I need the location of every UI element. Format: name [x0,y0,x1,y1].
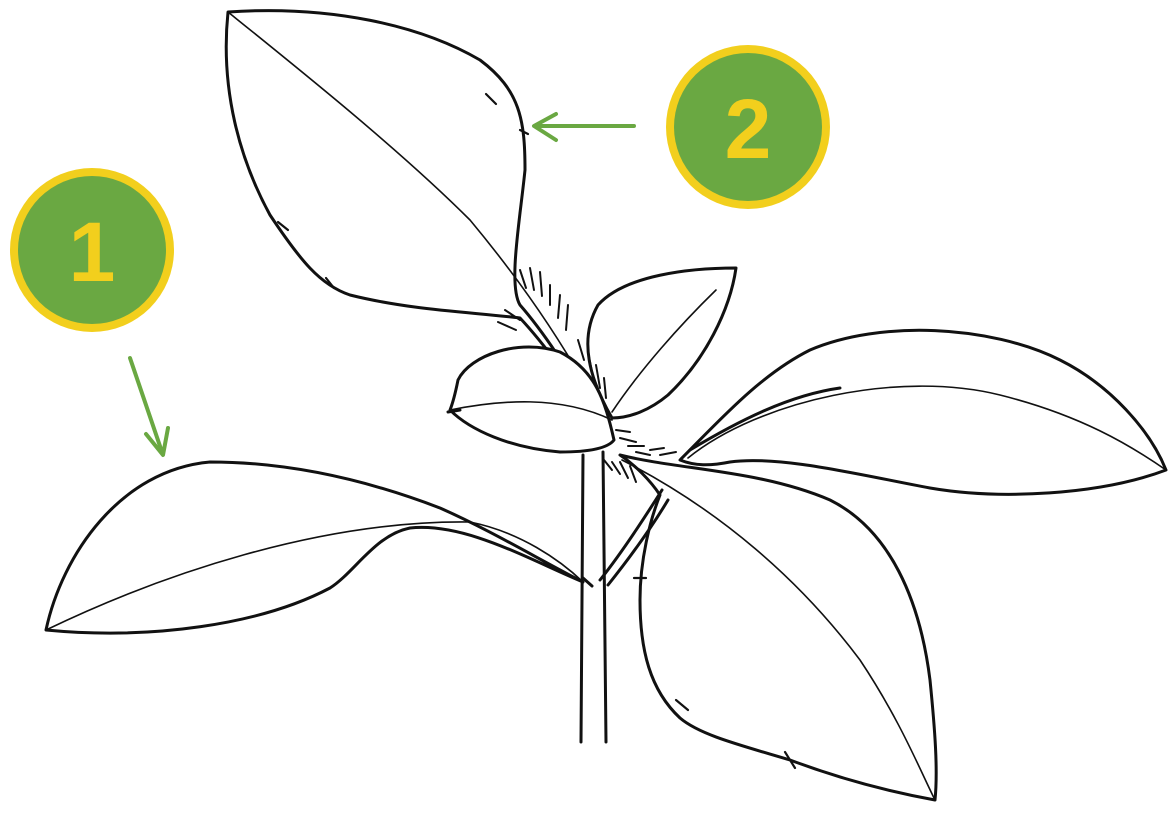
callout-1: 1 [10,168,174,332]
right-leaf [680,330,1166,494]
plant-stem [581,452,606,742]
callout-1-label: 1 [69,205,116,299]
lower-left-leaf [46,462,592,633]
callout-1-arrow [130,358,168,455]
callout-2: 2 [666,45,830,209]
callout-2-label: 2 [725,82,772,176]
small-upper-leaf [588,268,736,418]
callout-2-arrow [534,114,634,140]
lower-right-leaf [620,455,936,800]
